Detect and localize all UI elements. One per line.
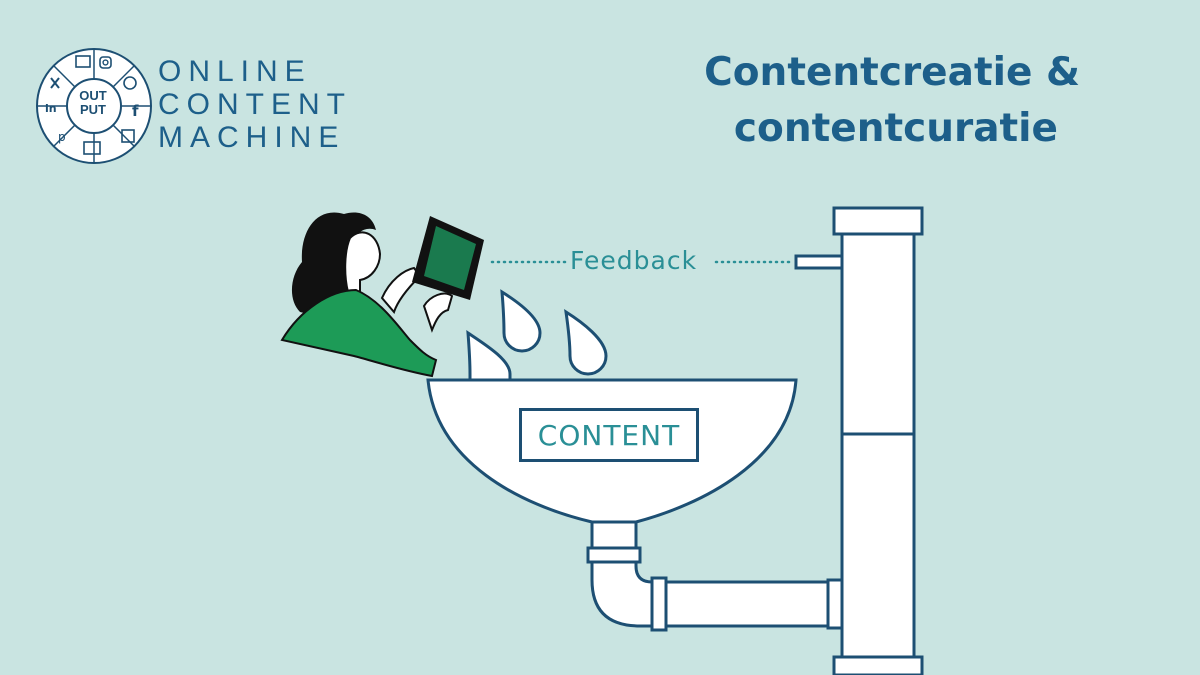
news-icon [75,55,91,68]
x-icon [50,77,60,89]
logo-center-line: PUT [80,102,106,117]
website-icon [83,141,101,155]
facebook-icon: f [132,102,139,120]
woman-with-laptop [280,212,484,378]
content-label: CONTENT [537,418,681,452]
brand-name-line: MACHINE [158,121,346,154]
drop-icon [564,309,608,376]
drain-pipe [586,518,844,632]
chart-icon [121,129,135,143]
linkedin-icon: in [45,102,57,115]
content-drops [466,289,608,382]
pinterest-icon: p [58,130,66,144]
arm [422,292,454,333]
logo-center-line: OUT [79,88,107,103]
instagram-icon [99,56,112,69]
hair [291,212,376,314]
drop-icon [466,330,512,382]
shirt [280,288,438,378]
output-logo: f p in [36,48,152,164]
brand-name-line: CONTENT [158,88,352,121]
logo-center-label: OUT PUT [68,89,118,117]
content-label-box: CONTENT [519,408,699,462]
drop-icon [500,289,542,353]
brand-name-line: ONLINE [158,55,312,88]
feedback-label: Feedback [570,246,698,275]
page-title: Contentcreatie & [704,50,1080,95]
podcast-icon [123,76,137,90]
laptop-screen [424,226,476,290]
page-title: contentcuratie [733,106,1058,151]
vertical-pipe [794,206,924,675]
face [344,231,382,293]
